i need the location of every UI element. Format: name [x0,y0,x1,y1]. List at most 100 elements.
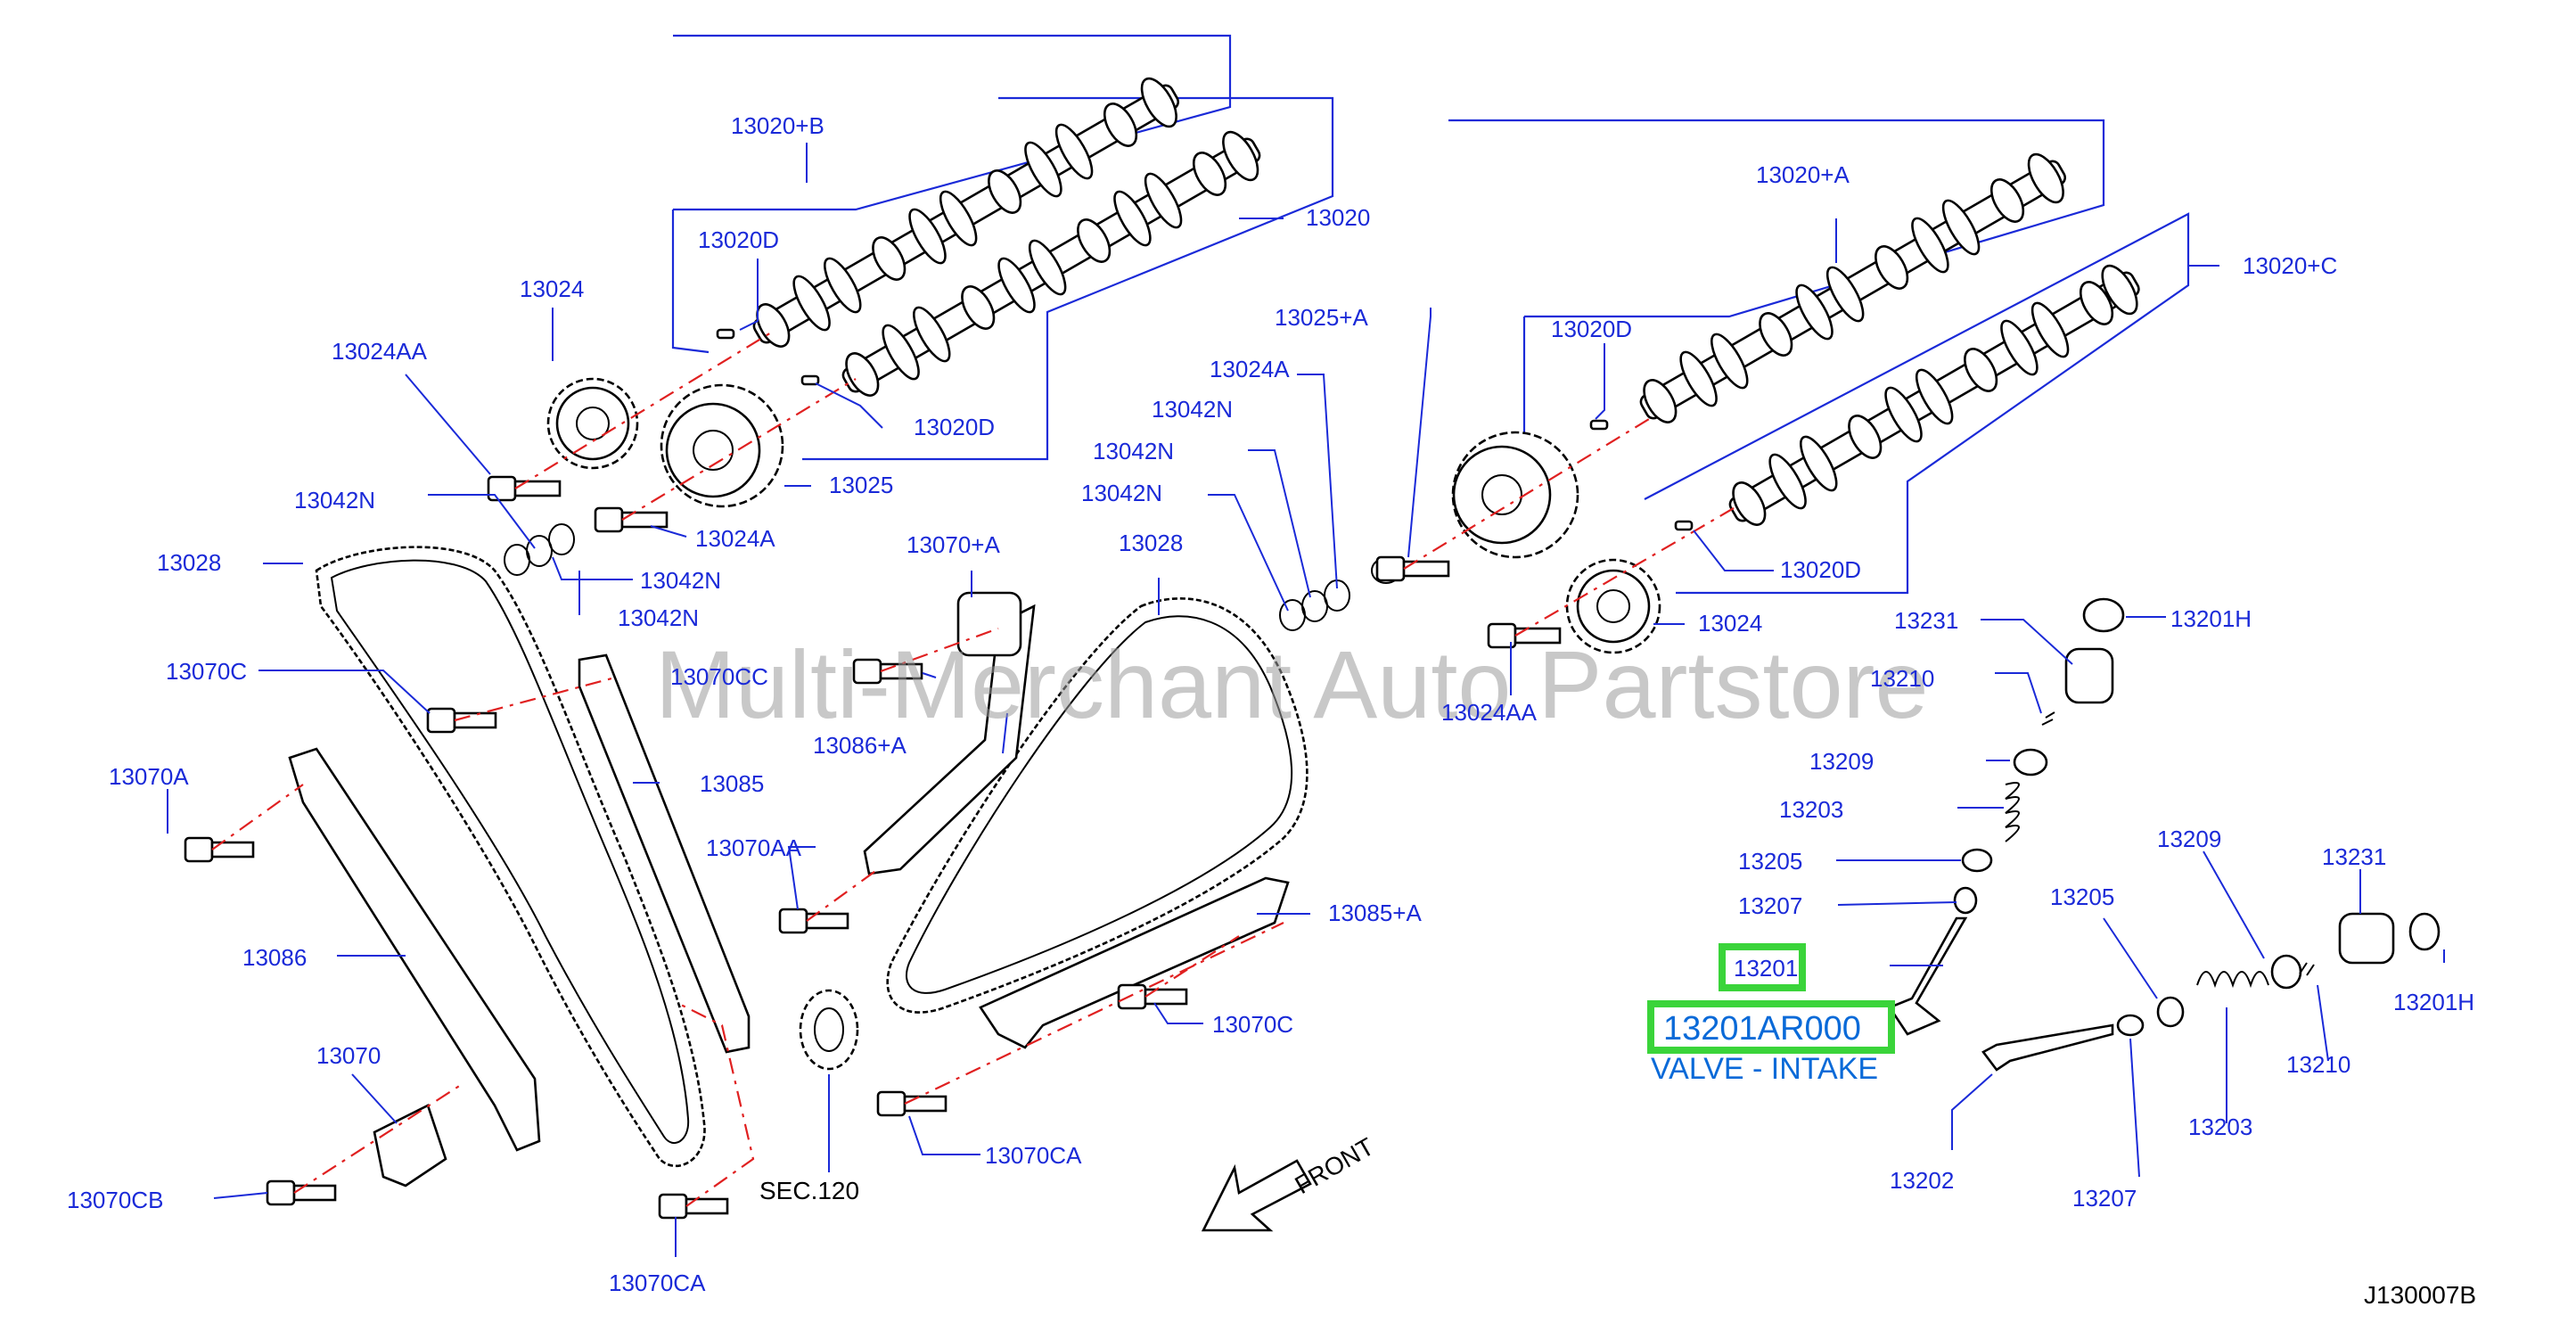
frame-13020C [1644,212,2190,595]
camshafts [716,77,2140,531]
bolts [184,475,1562,1220]
label-13207-lower[interactable]: 13207 [2072,1185,2137,1212]
guides [288,591,1290,1187]
label-13201[interactable]: 13201 [1734,955,1798,982]
label-13203-upper[interactable]: 13203 [1779,796,1843,823]
valve-assembly-upper [1888,597,2125,1036]
label-13042N-4[interactable]: 13042N [1152,396,1233,423]
label-13020D-4[interactable]: 13020D [1780,556,1861,583]
bolt-13024A-left [594,506,669,533]
label-13028-right[interactable]: 13028 [1119,530,1183,556]
label-13070C-left[interactable]: 13070C [166,658,247,685]
frame-13020A [1448,119,2105,318]
valve-assembly-lower [1981,912,2441,1072]
frame-13020B [673,34,1232,211]
label-13209-upper[interactable]: 13209 [1809,748,1874,775]
label-13024-left[interactable]: 13024 [520,275,584,302]
seal-13207-lower [2116,1014,2145,1037]
label-13025[interactable]: 13025 [829,472,893,498]
label-13020D-3[interactable]: 13020D [1551,316,1632,342]
phaser-13025 [660,383,784,508]
tensioner-13070 [373,1104,447,1187]
label-13020[interactable]: 13020 [1306,204,1370,231]
label-13070A-plus[interactable]: 13070+A [907,531,1000,558]
part-description: VALVE - INTAKE [1651,1052,1878,1086]
camshaft-13020B [752,77,1180,348]
keeper-13210-lower [2299,962,2315,976]
label-13086A[interactable]: 13086+A [813,732,907,759]
label-13020D-2[interactable]: 13020D [914,414,995,440]
camshaft-13020C [1728,264,2140,526]
label-13020D-1[interactable]: 13020D [698,226,779,253]
bolt-13024A-right [1375,555,1450,582]
label-13024AA-left[interactable]: 13024AA [332,338,428,365]
label-front: FRONT [1291,1132,1379,1199]
label-13205-lower[interactable]: 13205 [2050,883,2114,910]
bolt-13070CB [266,1179,337,1206]
phaser-13025A [1451,431,1579,559]
keeper-13210-upper [2041,711,2055,726]
label-13042N-1[interactable]: 13042N [294,487,375,514]
label-13042N-2[interactable]: 13042N [640,567,721,594]
chain-13028-right [886,597,1309,1014]
label-13024AA-right[interactable]: 13024AA [1441,699,1538,726]
label-13070CC[interactable]: 13070CC [670,663,768,690]
seat-13205-upper [1961,848,1993,873]
lifter-13231-lower [2338,912,2395,965]
label-13085A[interactable]: 13085+A [1328,900,1422,926]
bolt-13024AA-left [487,475,562,502]
label-13070A[interactable]: 13070A [109,763,189,790]
bolt-13070C-right [1117,983,1188,1010]
label-13070C-right[interactable]: 13070C [1212,1011,1293,1038]
label-13207-upper[interactable]: 13207 [1738,892,1802,919]
bolt-13070AA [778,908,849,934]
dowel-pins [716,328,1694,531]
label-13070CA-right[interactable]: 13070CA [985,1142,1082,1169]
part-number[interactable]: 13201AR000 [1663,1010,1861,1048]
label-13202[interactable]: 13202 [1890,1167,1954,1194]
label-13210-lower[interactable]: 13210 [2286,1051,2350,1078]
bolt-13024AA-right [1487,622,1562,649]
spring-13203-lower [2196,971,2269,989]
bolt-13070CA-left [658,1193,729,1220]
label-13201H-lower[interactable]: 13201H [2393,989,2474,1015]
label-13042N-5[interactable]: 13042N [1093,438,1174,464]
label-13042N-6[interactable]: 13042N [1081,480,1162,506]
tensioner-13070A [956,591,1022,657]
label-13024A-right[interactable]: 13024A [1210,356,1290,382]
guide-13085 [578,653,751,1054]
label-13070[interactable]: 13070 [316,1042,381,1069]
label-13025A[interactable]: 13025+A [1275,304,1368,331]
label-13210-upper[interactable]: 13210 [1870,665,1934,692]
label-13070CB[interactable]: 13070CB [67,1187,163,1213]
frame-13020B-left [671,210,710,354]
label-13042N-3[interactable]: 13042N [618,604,699,631]
label-13020A[interactable]: 13020+A [1756,161,1850,188]
retainer-13209-upper [2013,748,2048,777]
centerlines [211,329,1735,1207]
retainer-13209-lower [2270,954,2302,990]
sprocket-13024-left [546,377,639,470]
label-13085[interactable]: 13085 [700,770,764,797]
label-13205-upper[interactable]: 13205 [1738,848,1802,875]
label-13231-lower[interactable]: 13231 [2322,843,2386,870]
label-13209-lower[interactable]: 13209 [2157,826,2221,852]
label-13028-left[interactable]: 13028 [157,549,221,576]
lifter-13231-upper [2064,647,2114,704]
label-13201H-upper[interactable]: 13201H [2170,605,2252,632]
label-13024-right[interactable]: 13024 [1698,610,1762,637]
label-13070CA-left[interactable]: 13070CA [609,1270,706,1296]
valve-13202 [1981,1023,2114,1072]
valvetrain [1888,597,2441,1072]
highlight-box-13201 [1719,943,1806,991]
label-sec120[interactable]: SEC.120 [759,1177,859,1204]
label-13024A-left[interactable]: 13024A [695,525,775,552]
bolt-13070C-left [426,707,497,734]
label-13203-lower[interactable]: 13203 [2188,1113,2252,1140]
label-13020C[interactable]: 13020+C [2243,252,2337,279]
label-13086[interactable]: 13086 [242,944,307,971]
label-13231-upper[interactable]: 13231 [1894,607,1958,634]
seat-13205-lower [2156,996,2185,1028]
label-13020B[interactable]: 13020+B [731,112,824,139]
label-13070AA[interactable]: 13070AA [706,834,802,861]
